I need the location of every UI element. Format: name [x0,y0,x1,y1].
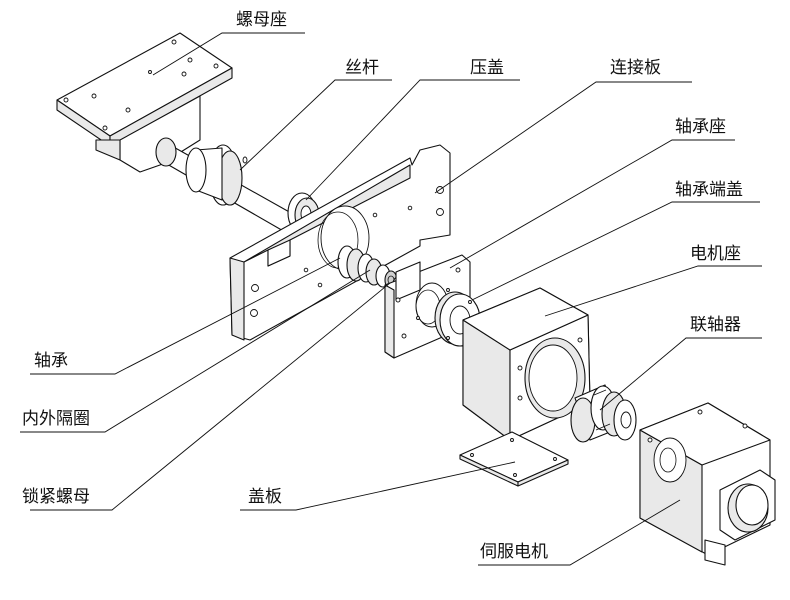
nut-seat-part [56,32,233,173]
lead-screw-part [155,137,301,237]
label-nut-seat: 螺母座 [236,10,287,30]
label-cover-plate: 盖板 [248,487,282,507]
label-lock-nut: 锁紧螺母 [22,487,90,507]
label-bearing-seat: 轴承座 [675,117,726,137]
label-motor-seat: 电机座 [690,244,741,264]
leader-lines [20,32,762,566]
cover-plate-part [459,431,569,487]
label-gland: 压盖 [470,58,504,78]
motor-seat-part [462,287,591,441]
label-lead-screw: 丝杆 [345,58,379,78]
label-bearing-end-cap: 轴承端盖 [675,180,743,200]
label-coupling: 联轴器 [690,315,741,335]
label-bearing: 轴承 [34,351,68,371]
servo-motor-part [639,402,776,566]
coupling-part [570,384,637,443]
label-inner-outer-spacer: 内外隔圈 [22,409,90,429]
label-connecting-plate: 连接板 [610,58,661,78]
label-servo-motor: 伺服电机 [480,542,548,562]
